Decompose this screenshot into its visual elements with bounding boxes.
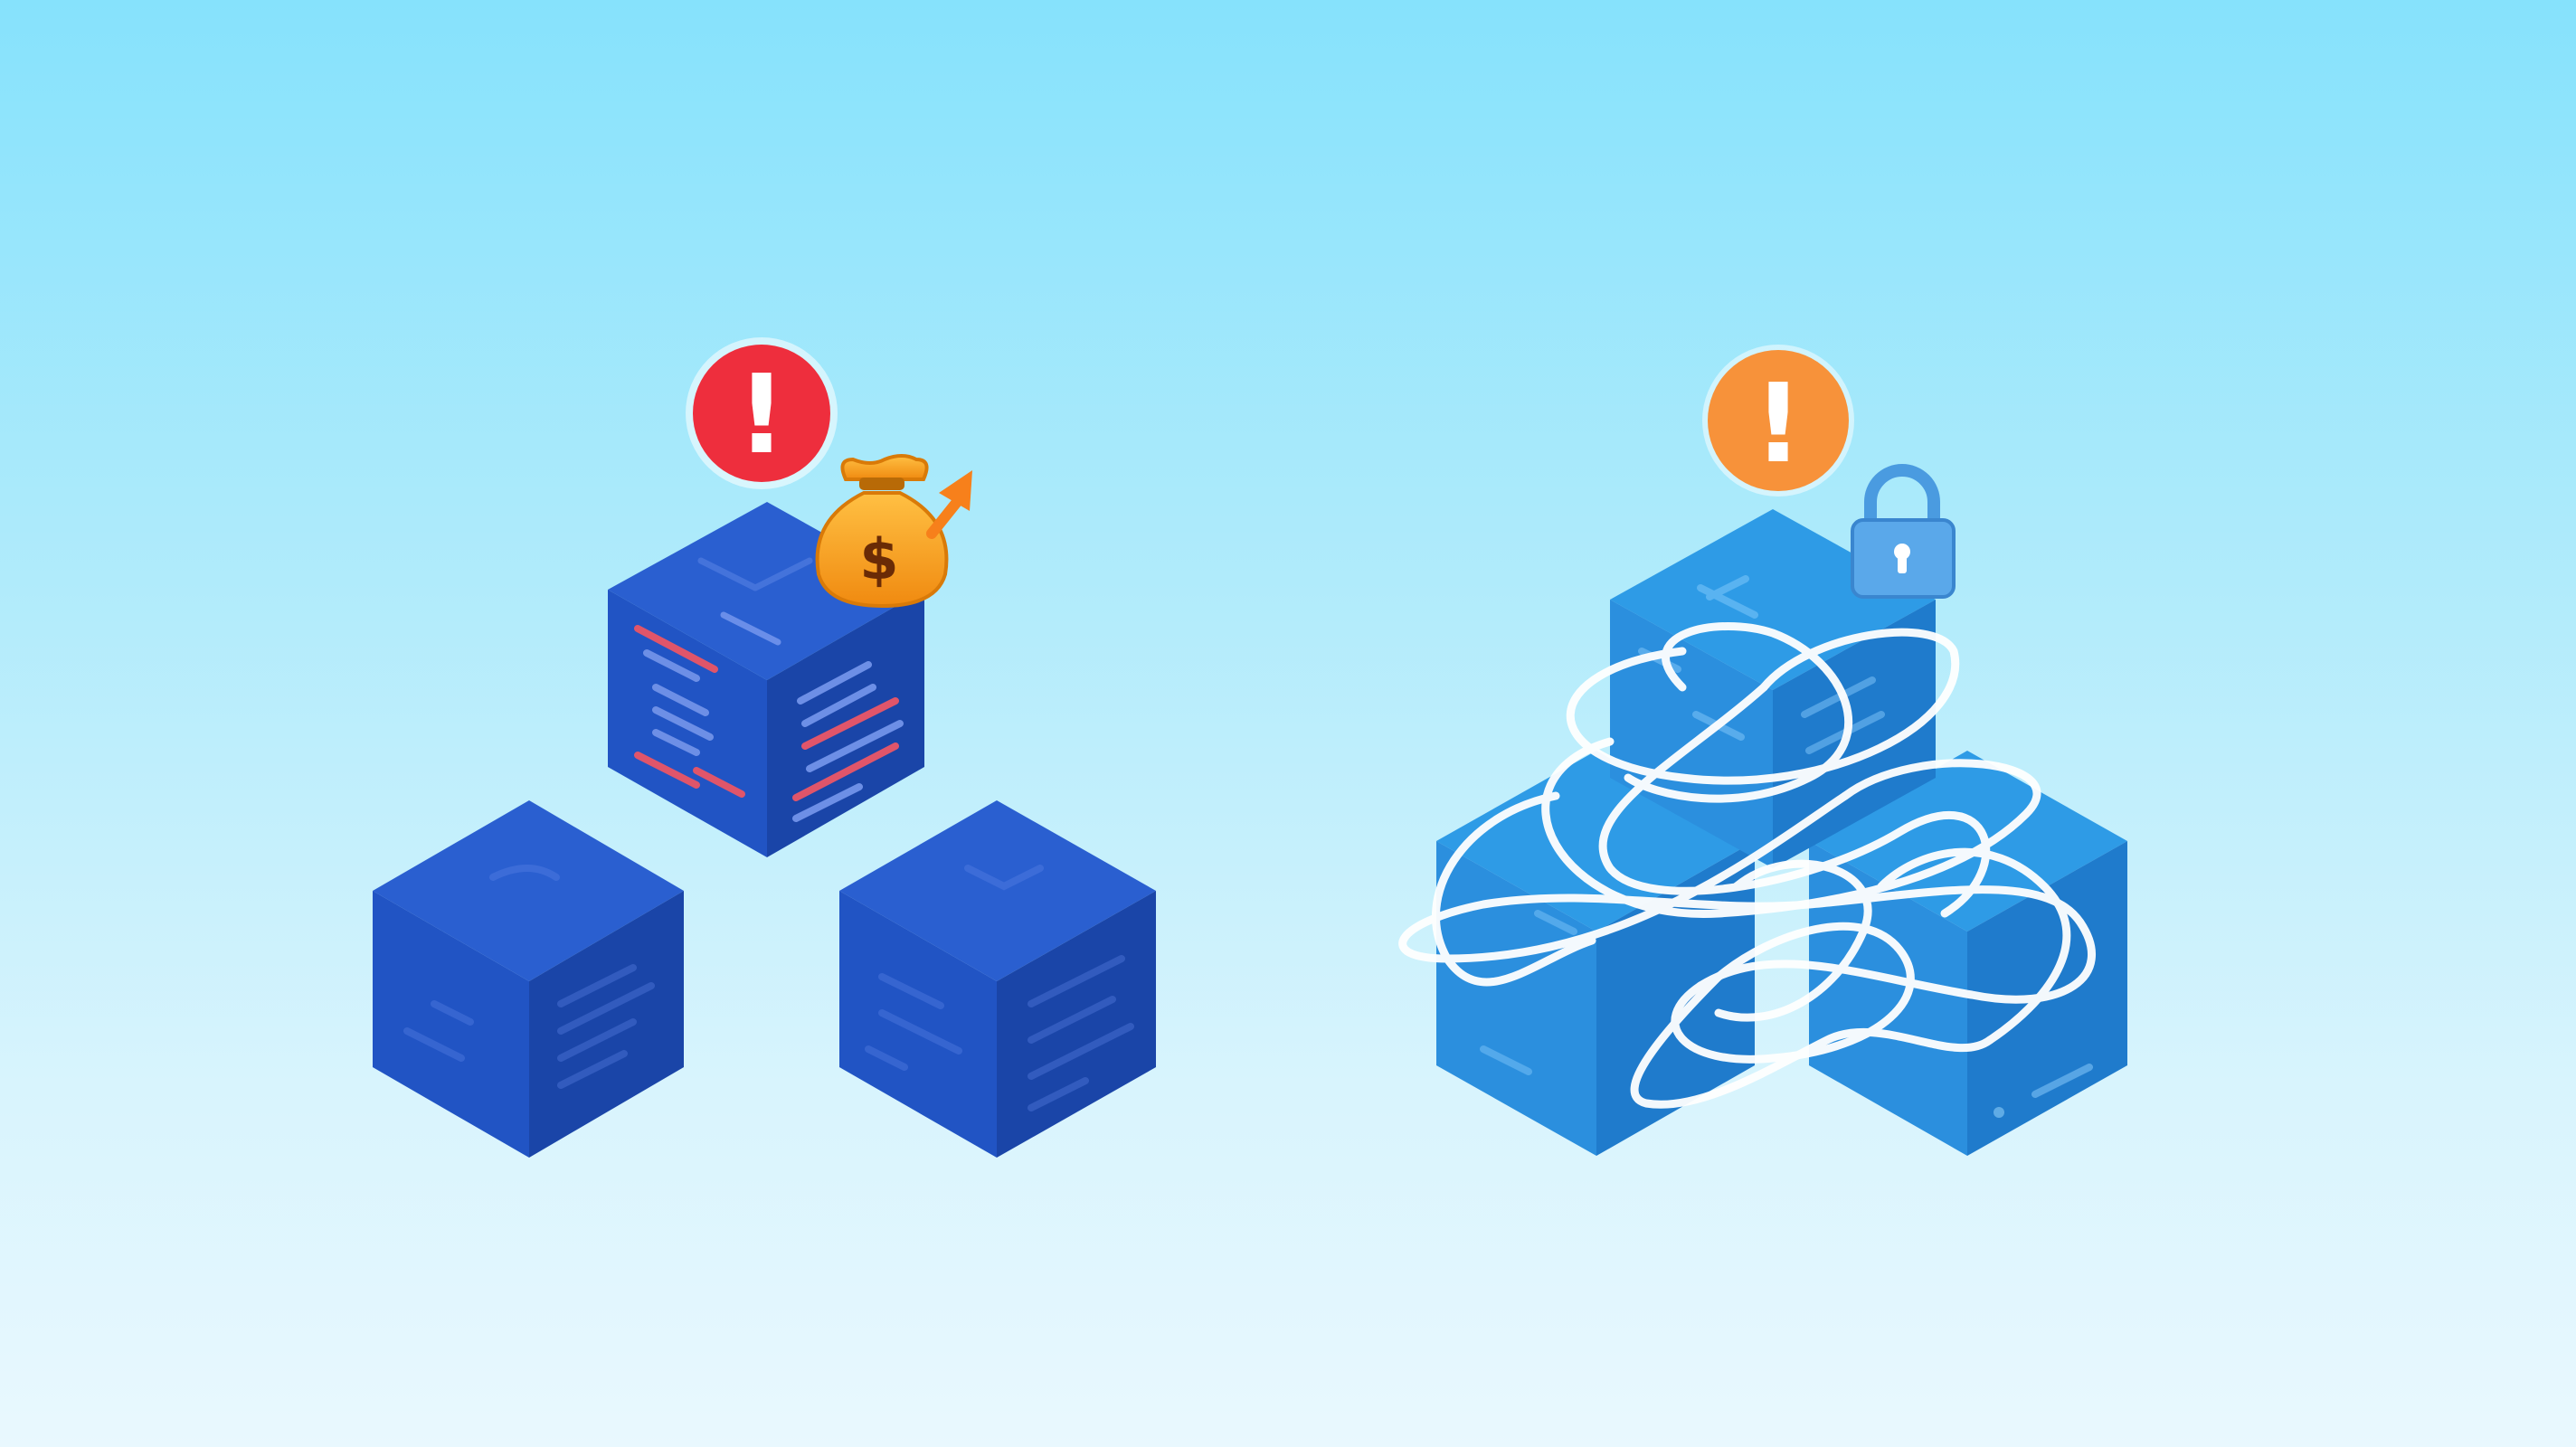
cube-face-left-dark	[839, 891, 997, 1158]
money-bag-symbol: $	[859, 526, 898, 592]
tangled-wire-icon	[1398, 622, 2096, 1109]
cube-face-right-light	[1773, 600, 1936, 868]
warning-symbol: !	[1754, 362, 1804, 487]
alert-symbol: !	[737, 353, 787, 478]
cube-face-left-light	[1809, 841, 1967, 1156]
code-cube-right	[839, 800, 1156, 1158]
trend-up-arrow-icon	[926, 470, 972, 539]
code-cube-left	[373, 800, 684, 1158]
cube-face-right-dark	[997, 891, 1156, 1158]
cube-face-right-dark	[529, 891, 684, 1158]
warning-circle-icon: !	[1702, 345, 1854, 497]
cube-face-top-dark	[839, 800, 1156, 981]
cube-face-top-dark	[373, 800, 684, 981]
code-cube-top	[608, 502, 924, 857]
cube-face-left-dark	[373, 891, 529, 1158]
left-cube-group: ! $	[373, 337, 1156, 1158]
alert-circle-icon: !	[686, 337, 838, 489]
money-bag-icon: $	[815, 454, 949, 609]
cube-face-left-light	[1436, 841, 1596, 1156]
padlock-icon	[1851, 464, 1956, 599]
right-cube-group: !	[1398, 345, 2127, 1156]
